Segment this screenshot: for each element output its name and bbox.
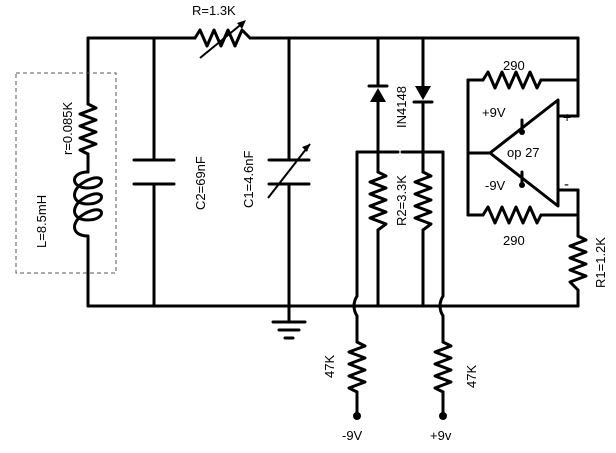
label-r1: R1=1.2K — [593, 237, 608, 288]
c1-arrow-head — [302, 144, 310, 152]
terminal-plus9v — [439, 412, 447, 420]
fb-bottom-resistor — [481, 205, 543, 225]
r-top-arrow-head — [237, 20, 246, 29]
r2-left-resistor — [368, 170, 388, 232]
ground-symbol — [271, 320, 307, 340]
opamp-triangle — [488, 98, 560, 208]
label-fb-top: 290 — [503, 58, 525, 73]
r1-resistor — [568, 234, 588, 292]
r47-left-resistor — [347, 340, 367, 394]
label-fb-bottom: 290 — [503, 233, 525, 248]
label-c2: C2=69nF — [193, 156, 208, 210]
fb-top-resistor — [481, 70, 543, 90]
label-r-small: r=0.085K — [60, 102, 75, 155]
label-plus9v: +9v — [430, 428, 452, 443]
vminus-dot — [519, 182, 525, 188]
r47-right-resistor — [433, 340, 453, 394]
inductor-coil — [73, 170, 103, 242]
diode-left — [370, 88, 386, 102]
label-c1: C1=4.6nF — [241, 150, 256, 208]
label-r-top: R=1.3K — [192, 3, 236, 18]
r-top-resistor — [193, 28, 252, 48]
c1-variable-arrow — [267, 143, 311, 199]
cross-right — [438, 294, 445, 318]
diode-right — [415, 86, 431, 100]
label-minus9v: -9V — [342, 428, 363, 443]
label-r2: R2=3.3K — [394, 175, 409, 226]
terminal-minus9v — [353, 412, 361, 420]
wires — [86, 36, 580, 324]
label-plus-input: + — [563, 109, 571, 125]
label-r47-left: 47K — [322, 355, 337, 378]
cross-left — [352, 294, 359, 318]
inductor-model-box — [15, 72, 117, 274]
label-opamp-vminus: -9V — [485, 178, 506, 193]
r-top-variable-arrow — [199, 21, 245, 59]
r-small-resistor — [78, 102, 98, 156]
r2-right-resistor — [413, 170, 433, 232]
label-minus-input: - — [564, 176, 569, 193]
label-r47-right: 47K — [464, 365, 479, 388]
label-inductor: L=8.5mH — [34, 195, 49, 248]
label-diode: IN4148 — [394, 86, 409, 128]
label-opamp: op 27 — [507, 145, 540, 160]
label-opamp-vplus: +9V — [482, 105, 506, 120]
